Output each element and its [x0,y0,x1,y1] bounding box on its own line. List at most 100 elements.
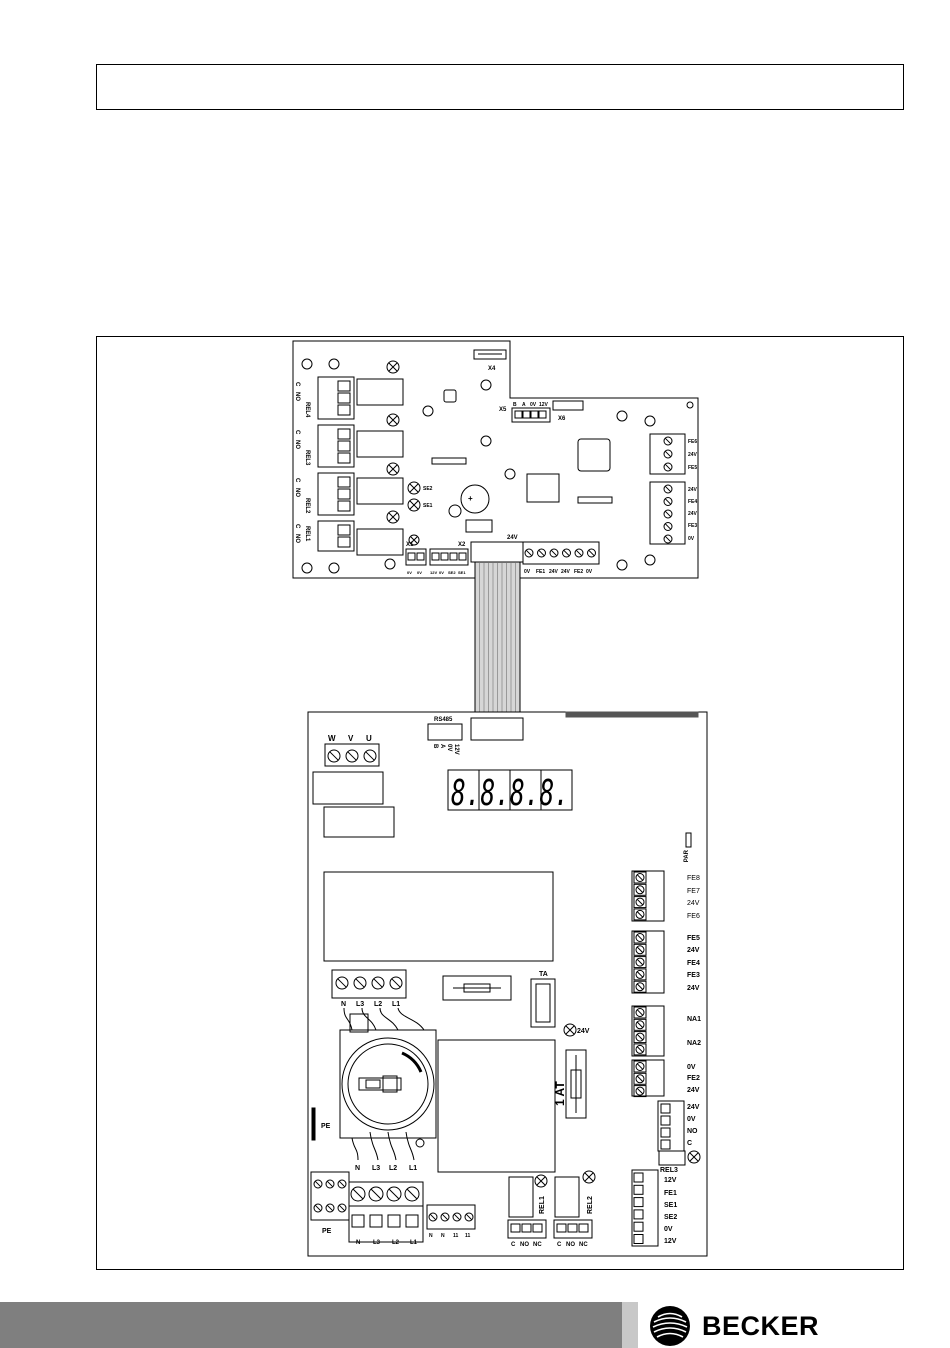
screw-terminal-icon [635,909,645,919]
g2-0: FE5 [687,935,700,942]
footer-gap [622,1302,638,1348]
screw-terminal-icon [663,484,673,494]
rs485-pin-0: B [432,744,438,749]
x5-pin-1: A [522,402,526,408]
screw-terminal-icon [635,885,645,895]
led-icon [534,1174,548,1188]
se2-led-label: SE2 [423,486,433,492]
diagram-frame [96,336,904,1270]
rel2-bottom-label: REL2 [587,1196,594,1214]
pb-0: N [356,1240,360,1246]
screw-terminal-icon [635,873,645,882]
screw-terminal-icon [327,749,341,763]
x5-pin-0: B [513,402,517,408]
rt-pin-2: FE5 [688,465,697,471]
rs485-pin-1: A [439,744,445,749]
screw-terminal-icon [635,1086,645,1096]
tb-pin-4: FE2 [574,569,583,575]
led-icon [386,360,421,546]
screw-terminal-icon [663,497,673,506]
screw-terminal-icon [345,749,359,763]
rel1-pin-no: NO [520,1242,529,1248]
g5-3: C [687,1140,692,1147]
rel4-label: REL4 [304,402,310,418]
x2-pin-0: 12V [430,570,437,575]
x5-pin-2: 0V [530,402,537,408]
g1-0: FE8 [687,875,700,882]
tb-pin-0: 0V [524,569,531,575]
screw-terminal-icon [353,976,367,990]
x1-pin-1: 0V [417,570,422,575]
g6-4: 0V [664,1226,673,1233]
screw-terminal-icon [389,976,403,990]
rel3-bottom-label: REL3 [660,1167,678,1174]
tb-pin-5: 0V [586,569,593,575]
rs485-pin-3: 12V [453,744,459,755]
screw-terminal-icon [635,957,645,967]
screw-terminal-icon [574,548,584,558]
screw-terminal-icon [350,1186,366,1202]
g4-1: FE2 [687,1075,700,1082]
rel4-c: C [294,382,300,387]
right-labels-group2: FE5 24V FE4 FE3 24V [687,935,700,992]
brand-name: BECKER [702,1310,820,1341]
screw-terminal-icon [663,462,673,472]
rel2-pin-nc: NC [579,1242,588,1248]
screw-terminal-icon [537,548,546,558]
pm-0: N [355,1165,360,1172]
screw-terminal-icon [635,982,645,992]
capacitor-plus: + [468,494,473,503]
rel2-label: REL2 [304,498,310,514]
x5-pin-3: 12V [539,402,549,408]
led-icon [563,1023,577,1037]
aux-1: N [441,1233,445,1239]
na1-label: NA1 [687,1016,701,1023]
g2-3: FE3 [687,972,700,979]
right-labels-group1: FE8 FE7 24V FE6 [687,875,700,920]
x2-pin-2: SE2 [448,570,456,575]
rel4-terminal [317,376,404,420]
rs485-label: RS485 [434,717,453,723]
g5-2: NO [687,1128,698,1135]
rel2-pin-c: C [557,1242,562,1248]
screw-terminal-icon [524,548,534,558]
screw-terminal-icon [663,534,673,544]
g5-1: 0V [687,1116,696,1123]
x6-label: X6 [558,416,566,422]
screw-terminal-icon [368,1186,384,1202]
display-digits: 8.8.8.8. [451,773,569,814]
screw-terminal-icon [635,933,645,942]
screw-terminal-icon [440,1212,450,1222]
screw-terminal-icon [635,1032,645,1042]
x1-pin-0: 0V [407,570,412,575]
motor-w: W [328,734,336,743]
rel3-terminal [317,424,404,468]
screw-terminal-icon [635,1020,645,1030]
g2-2: FE4 [687,960,700,967]
g6-3: SE2 [664,1214,677,1221]
pt-3: L1 [392,1001,400,1008]
screw-terminal-icon [562,548,571,558]
rel2-pin-no: NO [566,1242,575,1248]
x2-label: X2 [458,542,466,548]
rel2-terminal [317,472,404,516]
screw-terminal-icon [337,1203,347,1213]
rb-pin-4: 0V [688,536,695,542]
top-bottom-terminal-strip [522,541,600,565]
se1-led-label: SE1 [423,503,433,509]
g6-2: SE1 [664,1202,677,1209]
x2-pin-1: 0V [439,570,444,575]
x5-label: X5 [499,407,507,413]
screw-terminal-icon [325,1179,335,1189]
motor-u: U [366,734,372,743]
g1-1: FE7 [687,888,700,895]
screw-terminal-icon [587,548,596,558]
fuse-1at-label: 1 AT [553,1081,567,1106]
pe-rail-label: PE [321,1123,331,1130]
pb-3: L1 [410,1240,418,1246]
led-icon [582,1170,596,1184]
pt-1: L3 [356,1001,364,1008]
motor-v: V [348,734,354,743]
pt-0: N [341,1001,346,1008]
